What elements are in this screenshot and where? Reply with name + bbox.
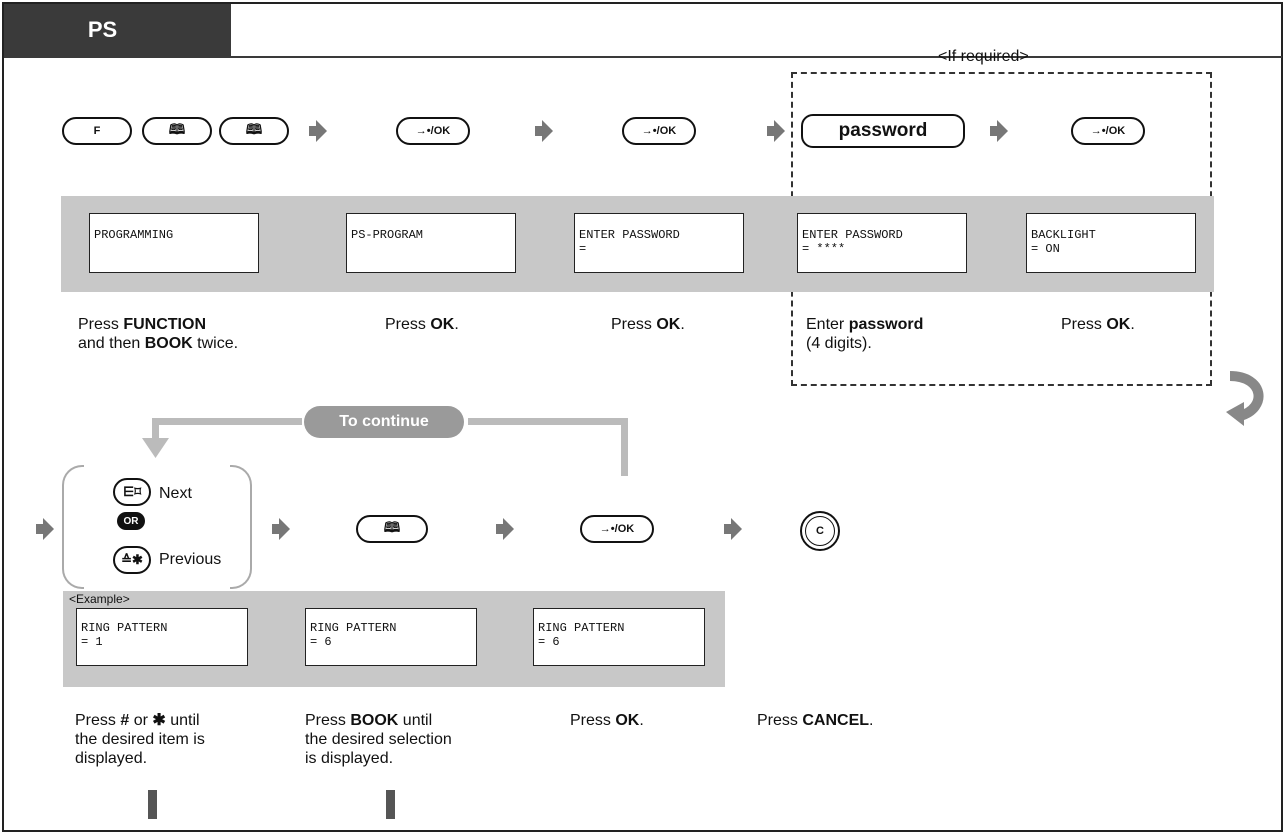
book-icon: 🕮 — [245, 121, 263, 137]
down-arrow-icon — [142, 438, 169, 458]
continue-line-left-down — [152, 418, 159, 442]
previous-label: Previous — [159, 551, 222, 568]
step-arrow — [990, 120, 1008, 142]
caption-step-2: Press OK. — [385, 316, 459, 333]
book-key-1[interactable]: 🕮 — [142, 117, 212, 145]
caption-step-1: Press FUNCTION and then BOOK twice. — [78, 316, 239, 352]
connector-bar-2 — [386, 790, 395, 819]
ok-key-label: →•/OK — [641, 125, 677, 137]
function-key-label: F — [93, 125, 101, 137]
step-arrow — [535, 120, 553, 142]
ok-key-1[interactable]: →•/OK — [396, 117, 470, 145]
display-ring-pattern-2: RING PATTERN = 6 — [305, 608, 477, 666]
step-arrow — [724, 518, 742, 540]
step-arrow — [272, 518, 290, 540]
ok-key-3[interactable]: →•/OK — [1071, 117, 1145, 145]
caption-step-3: Press OK. — [611, 316, 685, 333]
book-icon: 🕮 — [168, 121, 186, 137]
display-ps-program: PS-PROGRAM — [346, 213, 516, 273]
ok-key-label: →•/OK — [599, 523, 635, 535]
password-key[interactable]: password — [801, 114, 965, 148]
display-enter-password-filled: ENTER PASSWORD = **** — [797, 213, 967, 273]
display-ring-pattern-1: RING PATTERN = 1 — [76, 608, 248, 666]
continue-curve-icon — [1226, 371, 1264, 426]
if-required-label: <If required> — [938, 48, 1029, 65]
section-tab: PS — [4, 4, 231, 56]
step-arrow — [36, 518, 54, 540]
step-arrow — [767, 120, 785, 142]
step-arrow — [496, 518, 514, 540]
example-label: <Example> — [69, 592, 130, 606]
choice-bracket-left — [62, 465, 84, 589]
choice-bracket-right — [230, 465, 252, 589]
or-badge: OR — [117, 512, 145, 530]
star-icon: ≙✱ — [121, 552, 143, 567]
display-enter-password: ENTER PASSWORD = — [574, 213, 744, 273]
password-key-label: password — [838, 120, 928, 141]
continue-line-right — [468, 418, 628, 425]
continue-line-left — [152, 418, 302, 425]
ok-key-2[interactable]: →•/OK — [622, 117, 696, 145]
cancel-key-inner: C — [805, 516, 835, 546]
book-key-2[interactable]: 🕮 — [219, 117, 289, 145]
connector-bar-1 — [148, 790, 157, 819]
ok-key-label: →•/OK — [1090, 125, 1126, 137]
caption-bottom-3: Press OK. — [570, 712, 644, 729]
caption-step-5: Press OK. — [1061, 316, 1135, 333]
tab-underline — [4, 56, 1282, 58]
book-icon: 🕮 — [383, 519, 401, 535]
function-key[interactable]: F — [62, 117, 132, 145]
next-key[interactable]: ⋿⌑ — [113, 478, 151, 506]
ok-key-label: →•/OK — [415, 125, 451, 137]
to-continue-label: To continue — [304, 406, 464, 438]
tab-title: PS — [87, 17, 118, 42]
ok-key-4[interactable]: →•/OK — [580, 515, 654, 543]
caption-step-4: Enter password (4 digits). — [806, 316, 924, 352]
step-arrow — [309, 120, 327, 142]
caption-bottom-1: Press # or ✱ until the desired item is d… — [75, 712, 205, 767]
continue-line-right-down — [621, 418, 628, 476]
previous-key[interactable]: ≙✱ — [113, 546, 151, 574]
caption-bottom-2: Press BOOK until the desired selection i… — [305, 712, 452, 767]
display-backlight: BACKLIGHT = ON — [1026, 213, 1196, 273]
book-key-3[interactable]: 🕮 — [356, 515, 428, 543]
next-label: Next — [159, 485, 192, 502]
hash-icon: ⋿⌑ — [123, 484, 141, 499]
display-programming: PROGRAMMING — [89, 213, 259, 273]
display-ring-pattern-3: RING PATTERN = 6 — [533, 608, 705, 666]
caption-bottom-4: Press CANCEL. — [757, 712, 874, 729]
cancel-key[interactable]: C — [800, 511, 840, 551]
